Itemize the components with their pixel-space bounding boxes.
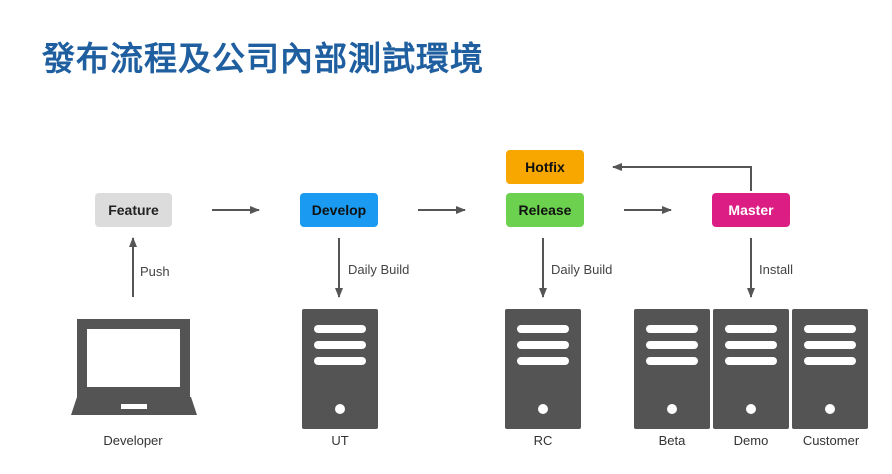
server-icon-demo [713,309,789,429]
install-label: Install [759,262,793,277]
develop-box: Develop [300,193,378,227]
server-icon-ut [302,309,378,429]
ut-caption: UT [331,433,349,448]
server-icon-customer [792,309,868,429]
arrow-master-to-hotfix [612,163,752,191]
release-daily-build-label: Daily Build [551,262,613,277]
customer-caption: Customer [802,433,860,448]
develop-daily-build-label: Daily Build [348,262,410,277]
server-icon-beta [634,309,710,429]
demo-caption: Demo [733,433,769,448]
page-title: 發布流程及公司內部測試環境 [42,39,484,78]
push-label: Push [140,264,170,279]
master-box: Master [712,193,790,227]
developer-caption: Developer [103,433,163,448]
beta-caption: Beta [658,433,686,448]
rc-caption: RC [533,433,553,448]
laptop-icon [71,319,197,415]
hotfix-box: Hotfix [506,150,584,184]
feature-box: Feature [95,193,172,227]
server-icon-rc [505,309,581,429]
release-box: Release [506,193,584,227]
